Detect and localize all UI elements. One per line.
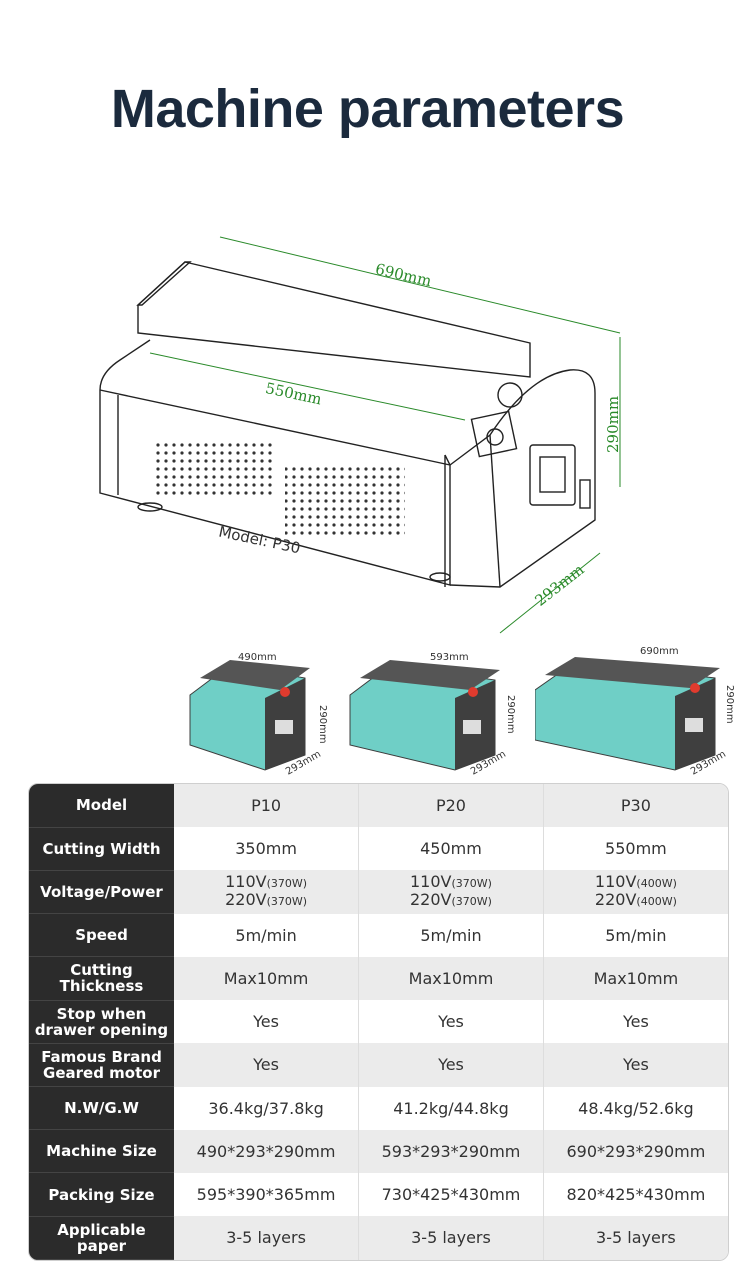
table-cell: 3-5 layers xyxy=(542,1216,728,1260)
table-cell: 820*425*430mm xyxy=(542,1172,728,1217)
voltage-value: 220V xyxy=(594,890,637,910)
table-cell: Yes xyxy=(358,1043,544,1087)
table-cell: 41.2kg/44.8kg xyxy=(358,1086,544,1130)
thumb-width-label: 690mm xyxy=(640,646,679,657)
row-label: Voltage/Power xyxy=(29,870,174,915)
dimension-depth-label: 293mm xyxy=(532,560,588,609)
dimension-height-label: 290mm xyxy=(604,396,622,453)
row-label: Cutting Width xyxy=(29,827,174,871)
thumbnail-p30: 690mm 290mm 293mm xyxy=(535,646,735,778)
model-name: P20 xyxy=(358,784,544,828)
voltage-value: 220V xyxy=(225,890,267,910)
table-cell: 3-5 layers xyxy=(174,1216,359,1260)
model-name: P30 xyxy=(542,784,728,828)
voltage-value: 110V xyxy=(410,872,452,892)
power-value: (370W) xyxy=(266,877,308,891)
table-cell: 5m/min xyxy=(358,913,544,957)
row-label: Famous Brand Geared motor xyxy=(29,1043,174,1088)
table-cell: Yes xyxy=(358,1000,544,1044)
table-cell: 593*293*290mm xyxy=(358,1129,544,1173)
table-cell: 350mm xyxy=(174,827,359,871)
thumb-height-label: 290mm xyxy=(505,695,516,734)
table-cell: 450mm xyxy=(358,827,544,871)
table-cell: 595*390*365mm xyxy=(174,1172,359,1217)
table-cell: Yes xyxy=(542,1000,728,1044)
row-label: Model xyxy=(29,784,174,828)
table-row: Speed 5m/min 5m/min 5m/min xyxy=(29,913,728,958)
thumb-width-label: 490mm xyxy=(238,652,277,663)
vent-grille-right xyxy=(285,465,405,535)
machine-outline xyxy=(99,261,596,588)
table-cell: Yes xyxy=(174,1043,359,1087)
table-cell: Max10mm xyxy=(358,956,544,1001)
dimension-length-label: 690mm xyxy=(374,260,434,290)
table-cell: 5m/min xyxy=(542,913,728,957)
table-header-row: Model P10 P20 P30 xyxy=(29,784,728,828)
table-row: Cutting Thickness Max10mm Max10mm Max10m… xyxy=(29,956,728,1001)
voltage-value: 220V xyxy=(410,890,452,910)
table-cell: 48.4kg/52.6kg xyxy=(542,1086,728,1130)
model-name: P10 xyxy=(174,784,359,828)
voltage-value: 110V xyxy=(594,872,637,892)
thumbnail-p10: 490mm 290mm 293mm xyxy=(189,652,328,778)
vent-grille-left xyxy=(155,440,275,495)
table-cell: 490*293*290mm xyxy=(174,1129,359,1173)
table-cell: 110V(400W) 220V(400W) xyxy=(542,870,728,914)
table-cell: 36.4kg/37.8kg xyxy=(174,1086,359,1130)
table-row: N.W/G.W 36.4kg/37.8kg 41.2kg/44.8kg 48.4… xyxy=(29,1086,728,1131)
table-cell: 550mm xyxy=(542,827,728,871)
machine-line-drawing: 690mm 550mm 290mm 293mm Model: P30 xyxy=(99,236,622,634)
table-row: Cutting Width 350mm 450mm 550mm xyxy=(29,827,728,871)
table-row: Stop when drawer opening Yes Yes Yes xyxy=(29,1000,728,1044)
row-label: Cutting Thickness xyxy=(29,956,174,1001)
table-cell: 730*425*430mm xyxy=(358,1172,544,1217)
table-cell: 3-5 layers xyxy=(358,1216,544,1260)
table-row: Applicable paper 3-5 layers 3-5 layers 3… xyxy=(29,1216,728,1260)
table-cell: 110V(370W) 220V(370W) xyxy=(358,870,544,914)
table-cell: 5m/min xyxy=(174,913,359,957)
table-cell: Yes xyxy=(542,1043,728,1087)
table-row: Packing Size 595*390*365mm 730*425*430mm… xyxy=(29,1172,728,1217)
thumb-height-label: 290mm xyxy=(724,685,735,724)
dimension-lines xyxy=(149,236,621,634)
thumb-height-label: 290mm xyxy=(317,705,328,744)
power-value: (400W) xyxy=(636,877,677,891)
thumbnail-p20: 593mm 290mm 293mm xyxy=(349,652,516,778)
page-title: Machine parameters xyxy=(110,79,625,139)
power-value: (370W) xyxy=(451,895,492,909)
table-cell: Max10mm xyxy=(174,956,359,1001)
row-label: Packing Size xyxy=(29,1172,174,1217)
row-label: Stop when drawer opening xyxy=(29,1000,174,1044)
table-cell: Max10mm xyxy=(542,956,728,1001)
table-row: Famous Brand Geared motor Yes Yes Yes xyxy=(29,1043,728,1088)
table-cell: 690*293*290mm xyxy=(542,1129,728,1173)
power-value: (370W) xyxy=(266,895,308,909)
thumb-width-label: 593mm xyxy=(430,652,469,663)
table-cell: Yes xyxy=(174,1000,359,1044)
power-value: (370W) xyxy=(451,877,492,891)
table-row: Machine Size 490*293*290mm 593*293*290mm… xyxy=(29,1129,728,1174)
row-label: Speed xyxy=(29,913,174,958)
voltage-value: 110V xyxy=(225,872,267,892)
table-cell: 110V(370W) 220V(370W) xyxy=(174,870,359,914)
row-label: Machine Size xyxy=(29,1129,174,1174)
table-row: Voltage/Power 110V(370W) 220V(370W) 110V… xyxy=(29,870,728,915)
power-value: (400W) xyxy=(636,895,677,909)
row-label: N.W/G.W xyxy=(29,1086,174,1131)
spec-table: Model P10 P20 P30 Cutting Width 350mm 45… xyxy=(28,783,729,1261)
row-label: Applicable paper xyxy=(29,1216,174,1260)
